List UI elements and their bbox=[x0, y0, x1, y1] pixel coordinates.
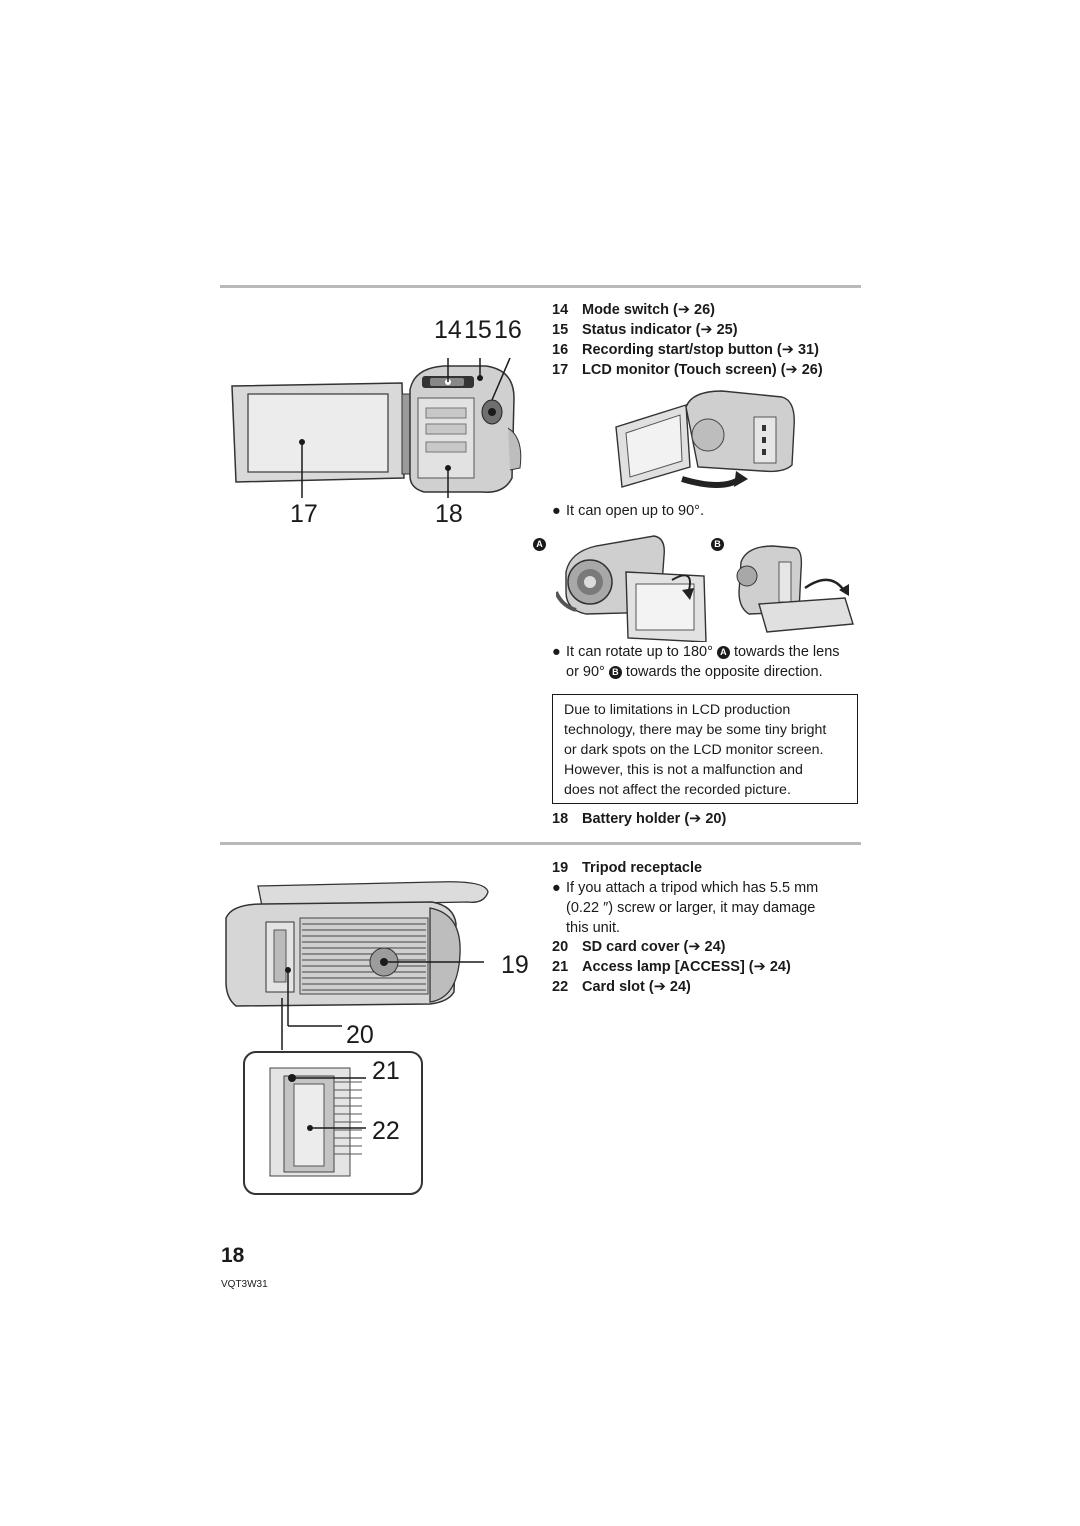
callout-19: 19 bbox=[501, 951, 529, 979]
tripod-bullet-line2: (0.22 ″) screw or larger, it may damage bbox=[566, 900, 816, 916]
callout-20: 20 bbox=[346, 1021, 374, 1049]
bullet-rotate-line1: ●It can rotate up to 180° A towards the … bbox=[552, 644, 840, 660]
lcd-rotate-opposite-illustration bbox=[736, 545, 854, 633]
note-line: does not affect the recorded picture. bbox=[564, 782, 791, 798]
note-line: technology, there may be some tiny brigh… bbox=[564, 722, 827, 738]
top-rule bbox=[220, 285, 861, 288]
callout-15: 15 bbox=[464, 316, 492, 344]
page-number: 18 bbox=[221, 1244, 245, 1267]
middle-rule bbox=[220, 842, 861, 845]
camcorder-rear-illustration bbox=[231, 358, 522, 498]
document-code: VQT3W31 bbox=[221, 1279, 268, 1290]
camcorder-bottom-illustration bbox=[225, 881, 489, 1195]
lcd-note-box: Due to limitations in LCD production tec… bbox=[552, 694, 858, 804]
lcd-rotate-towards-lens-illustration bbox=[556, 535, 707, 642]
note-line: or dark spots on the LCD monitor screen. bbox=[564, 742, 824, 758]
badge-a: A bbox=[533, 535, 546, 553]
callout-14: 14 bbox=[434, 316, 462, 344]
callout-18: 18 bbox=[435, 500, 463, 528]
note-line: However, this is not a malfunction and bbox=[564, 762, 803, 778]
tripod-bullet-line3: this unit. bbox=[566, 920, 620, 936]
callout-22: 22 bbox=[372, 1117, 400, 1145]
tripod-bullet-line1: ●If you attach a tripod which has 5.5 mm bbox=[552, 880, 819, 896]
callout-17: 17 bbox=[290, 500, 318, 528]
callout-16: 16 bbox=[494, 316, 522, 344]
lcd-open-90-illustration bbox=[615, 390, 795, 488]
callout-21: 21 bbox=[372, 1057, 400, 1085]
note-line: Due to limitations in LCD production bbox=[564, 702, 791, 718]
bullet-rotate-line2: or 90° B towards the opposite direction. bbox=[566, 664, 823, 680]
bullet-open-90: ●It can open up to 90°. bbox=[552, 503, 705, 519]
badge-b: B bbox=[711, 535, 724, 553]
